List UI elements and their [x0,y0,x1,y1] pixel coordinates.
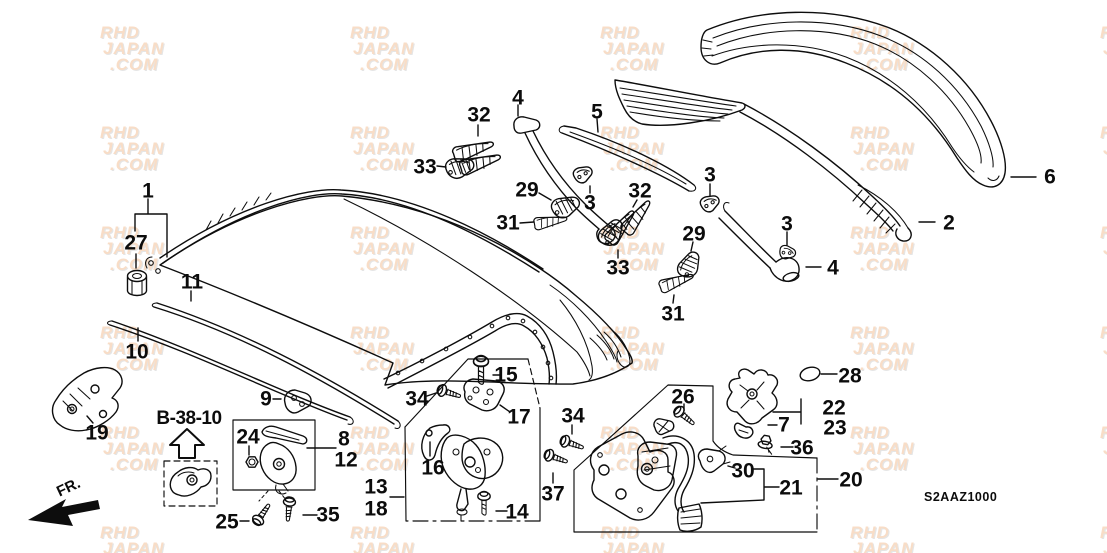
clip-30 [697,445,731,474]
callout-32: 32 [467,104,490,127]
callout-13: 13 [364,476,387,499]
callout-33: 33 [606,257,629,280]
bolt-25 [249,500,275,529]
pad-9 [283,389,312,414]
bracket-17 [463,378,505,412]
roof-panel [159,195,633,389]
callout-36: 36 [790,437,813,460]
callout-18: 18 [364,498,388,521]
clip-31-left [532,211,569,231]
bolt-14 [477,490,491,516]
callout-34: 34 [405,388,429,411]
grommet-28 [799,366,821,382]
grommet-27 [126,269,148,297]
callout-27: 27 [124,232,147,255]
callout-31: 31 [661,303,685,326]
screw-34-right [557,433,587,455]
callout-12: 12 [334,449,357,472]
screw-37 [541,447,571,469]
callout-32: 32 [628,180,651,203]
callout-26: 26 [671,386,694,409]
reference-arrow [169,428,205,459]
callout-19: 19 [85,422,108,445]
callout-11: 11 [181,271,204,294]
bracket-4-right [718,202,800,283]
front-rail-trim [126,188,544,297]
clip-3-b [698,193,723,215]
lock-bracket-21 [589,418,703,532]
screw-35 [281,495,297,523]
callout-10: 10 [125,341,148,364]
callout-3: 3 [584,192,596,215]
callout-8: 8 [338,428,350,451]
callout-22: 22 [822,397,845,420]
reference-part-box [163,460,218,507]
callout-3: 3 [704,164,716,187]
seal-quarter-2 [614,79,912,242]
callout-37: 37 [541,483,564,506]
callout-23: 23 [823,417,846,440]
callout-33: 33 [413,156,436,179]
callout-1: 1 [142,180,154,203]
nut-24 [245,456,259,468]
callout-35: 35 [316,504,340,527]
callout-15: 15 [494,364,518,387]
callout-4: 4 [827,257,839,280]
clip-29-left [549,192,583,221]
screw-34-left [434,382,463,403]
callout-16: 16 [421,457,444,480]
callout-25: 25 [215,511,239,534]
bolt-36 [756,433,776,455]
center-latch-boundary [404,358,541,522]
striker-7 [726,368,779,439]
callout-5: 5 [591,101,603,124]
center-latch-assembly [421,424,504,522]
bracket-19 [51,366,123,432]
callout-2: 2 [943,212,955,235]
clip-33-left [443,155,477,181]
callout-31: 31 [496,212,520,235]
callout-24: 24 [236,426,260,449]
callout-6: 6 [1044,166,1056,189]
callout-7: 7 [778,414,790,437]
callout-29: 29 [682,223,705,246]
callout-17: 17 [507,406,530,429]
seal-strip-5 [558,125,697,192]
lock-handle-assembly [232,419,316,502]
callout-30: 30 [731,460,754,483]
callout-29: 29 [515,179,538,202]
fr-direction-arrow [28,499,100,526]
reference-label: B-38-10 [156,408,222,429]
moulding-strip-11 [151,302,401,429]
diagram-code: S2AAZ1000 [924,490,998,504]
seal-loop-6 [700,11,1007,188]
callout-14: 14 [505,501,529,524]
leader-lines [86,104,1037,522]
callout-20: 20 [839,469,862,492]
callout-3: 3 [781,213,793,236]
clip-31-right [657,268,696,295]
callout-34: 34 [561,405,585,428]
callout-9: 9 [260,388,272,411]
callout-21: 21 [779,477,803,500]
clip-3-a [571,164,596,186]
moulding-strip-10 [107,320,354,425]
callout-28: 28 [838,365,862,388]
lock-cable-boundary [573,384,818,533]
callout-4: 4 [512,87,524,110]
